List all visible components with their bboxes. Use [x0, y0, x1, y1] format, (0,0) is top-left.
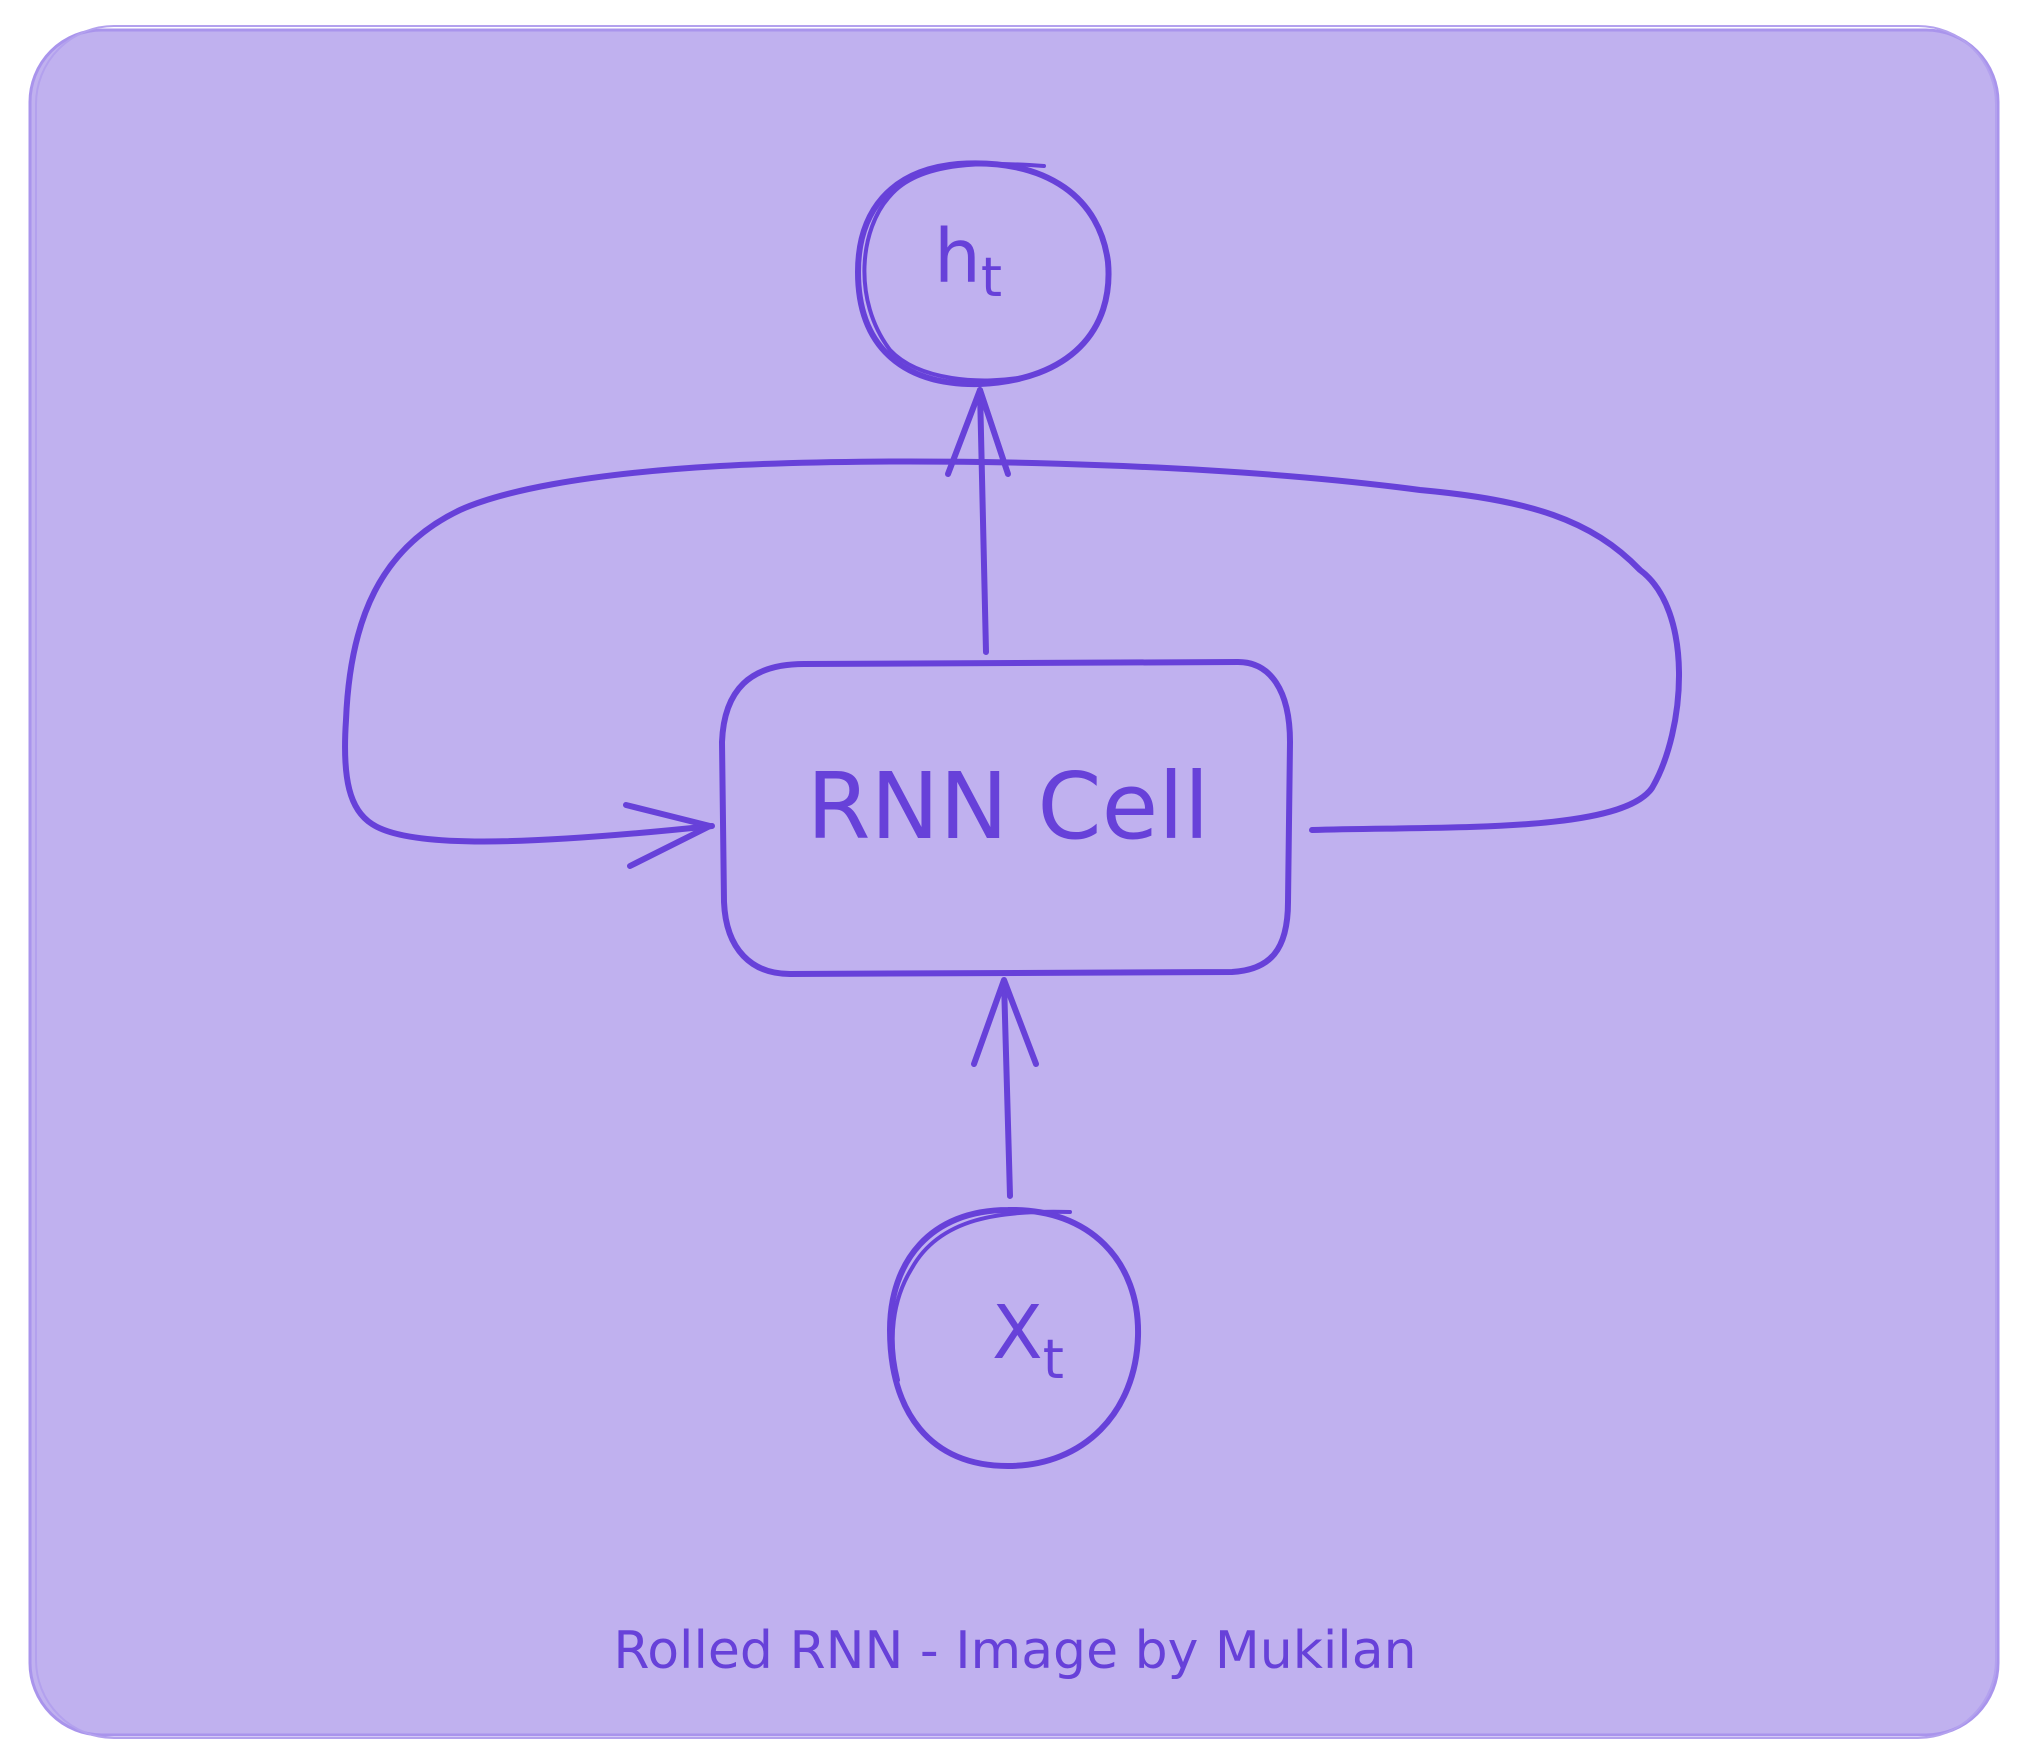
cell-to-output-arrowhead: [945, 387, 1011, 477]
input-node-label: Xt: [992, 1290, 1064, 1391]
diagram-background: [28, 28, 2000, 1737]
input-node-circle-overdraw: [890, 1209, 1072, 1382]
input-node-subscript: t: [1043, 1328, 1064, 1391]
input-node-circle: [887, 1206, 1142, 1469]
input-to-cell-edge: [1001, 979, 1013, 1199]
input-node-main: X: [992, 1290, 1043, 1376]
output-node-circle-overdraw: [862, 161, 1046, 383]
output-node-main: h: [934, 214, 981, 300]
input-to-cell-arrowhead: [971, 977, 1039, 1067]
rnn-cell-label: RNN Cell: [807, 753, 1210, 860]
rnn-cell-node: [719, 659, 1293, 977]
output-node-label: ht: [934, 214, 1002, 309]
recurrent-loop-arrowhead: [623, 802, 713, 869]
recurrent-loop-edge: [342, 458, 1682, 845]
cell-to-output-edge: [977, 387, 989, 655]
diagram-caption: Rolled RNN - Image by Mukilan: [613, 1621, 1416, 1681]
diagram-background-outline: [35, 25, 1997, 1739]
output-node-circle: [855, 160, 1112, 388]
output-node-subscript: t: [981, 246, 1002, 309]
